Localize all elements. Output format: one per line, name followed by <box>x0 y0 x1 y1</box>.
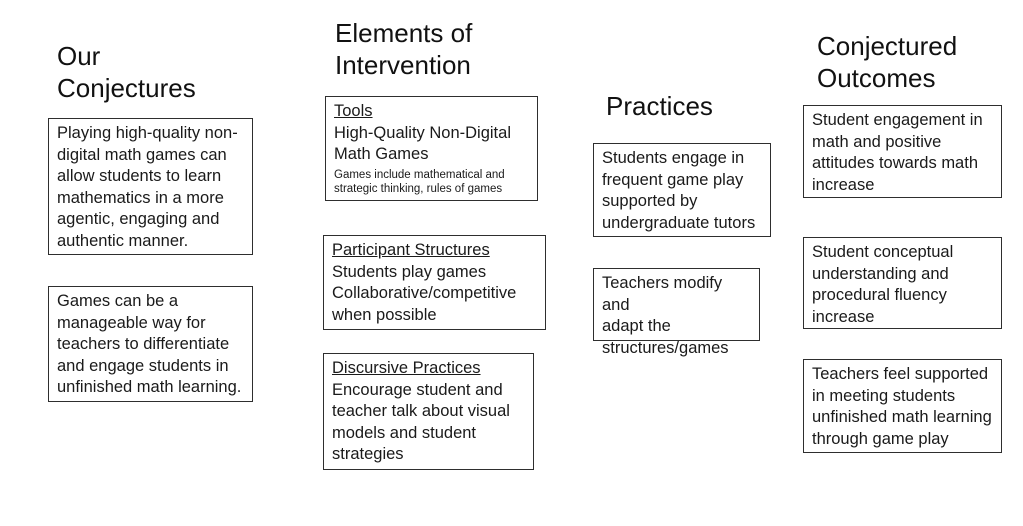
intervention-box-tools: Tools High-Quality Non-Digital Math Game… <box>325 96 538 201</box>
box-body: Student conceptual understanding and pro… <box>812 243 954 326</box>
box-body: Teachers feel supported in meeting stude… <box>812 365 992 448</box>
intervention-box-participant-structures: Participant Structures Students play gam… <box>323 235 546 330</box>
box-body: Student engagement in math and positive … <box>812 111 983 194</box>
conjecture-box-manageable-differentiation: Games can be a manageable way for teache… <box>48 286 253 402</box>
box-title: Participant Structures <box>332 241 490 259</box>
practice-box-frequent-game-play: Students engage in frequent game play su… <box>593 143 771 237</box>
outcome-box-conceptual-fluency: Student conceptual understanding and pro… <box>803 237 1002 329</box>
outcome-box-teachers-supported: Teachers feel supported in meeting stude… <box>803 359 1002 453</box>
outcome-box-engagement-attitudes: Student engagement in math and positive … <box>803 105 1002 198</box>
box-body: Encourage student and teacher talk about… <box>332 380 510 464</box>
box-body: Teachers modify and adapt the structures… <box>602 274 729 357</box>
practice-box-teachers-modify: Teachers modify and adapt the structures… <box>593 268 760 357</box>
column-header-our-conjectures: Our Conjectures <box>57 41 196 103</box>
conjecture-box-agentic-learning: Playing high-quality non- digital math g… <box>48 118 253 255</box>
box-note: Games include mathematical and strategic… <box>334 168 505 196</box>
box-body: Playing high-quality non- digital math g… <box>57 124 238 250</box>
box-body: Games can be a manageable way for teache… <box>57 292 242 396</box>
box-title: Discursive Practices <box>332 359 481 377</box>
column-header-conjectured-outcomes: Conjectured Outcomes <box>817 31 958 93</box>
box-body: Students engage in frequent game play su… <box>602 149 756 232</box>
column-header-practices: Practices <box>606 91 713 121</box>
box-body: High-Quality Non-Digital Math Games <box>334 123 511 164</box>
box-body: Students play games Collaborative/compet… <box>332 262 517 324</box>
intervention-box-discursive-practices: Discursive Practices Encourage student a… <box>323 353 534 470</box>
column-header-elements-of-intervention: Elements of Intervention <box>335 18 473 80</box>
box-title: Tools <box>334 102 373 120</box>
